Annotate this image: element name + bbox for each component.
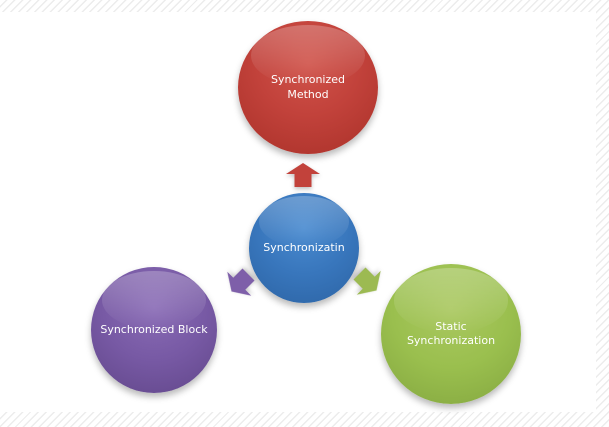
synchronized-block-label: Synchronized Block (100, 322, 208, 336)
diagram-node-static-synchronization: Static Synchronization (381, 264, 521, 404)
center-node-label: Synchronizatin (263, 240, 345, 254)
arrow-up-icon (286, 163, 320, 187)
synchronized-method-label: Synchronized Method (270, 73, 346, 101)
arrow-down-right-icon (347, 261, 388, 302)
diagram-node-synchronized-block: Synchronized Block (91, 267, 217, 393)
static-synchronization-label: Static Synchronization (406, 319, 496, 347)
arrow-down-left-icon (219, 262, 260, 303)
diagram-node-center: Synchronizatin (249, 193, 359, 303)
diagram-node-synchronized-method: Synchronized Method (238, 21, 378, 154)
arrow-down-left-shape (227, 268, 255, 296)
arrow-down-right-shape (353, 267, 381, 295)
arrow-up-shape (286, 163, 320, 187)
